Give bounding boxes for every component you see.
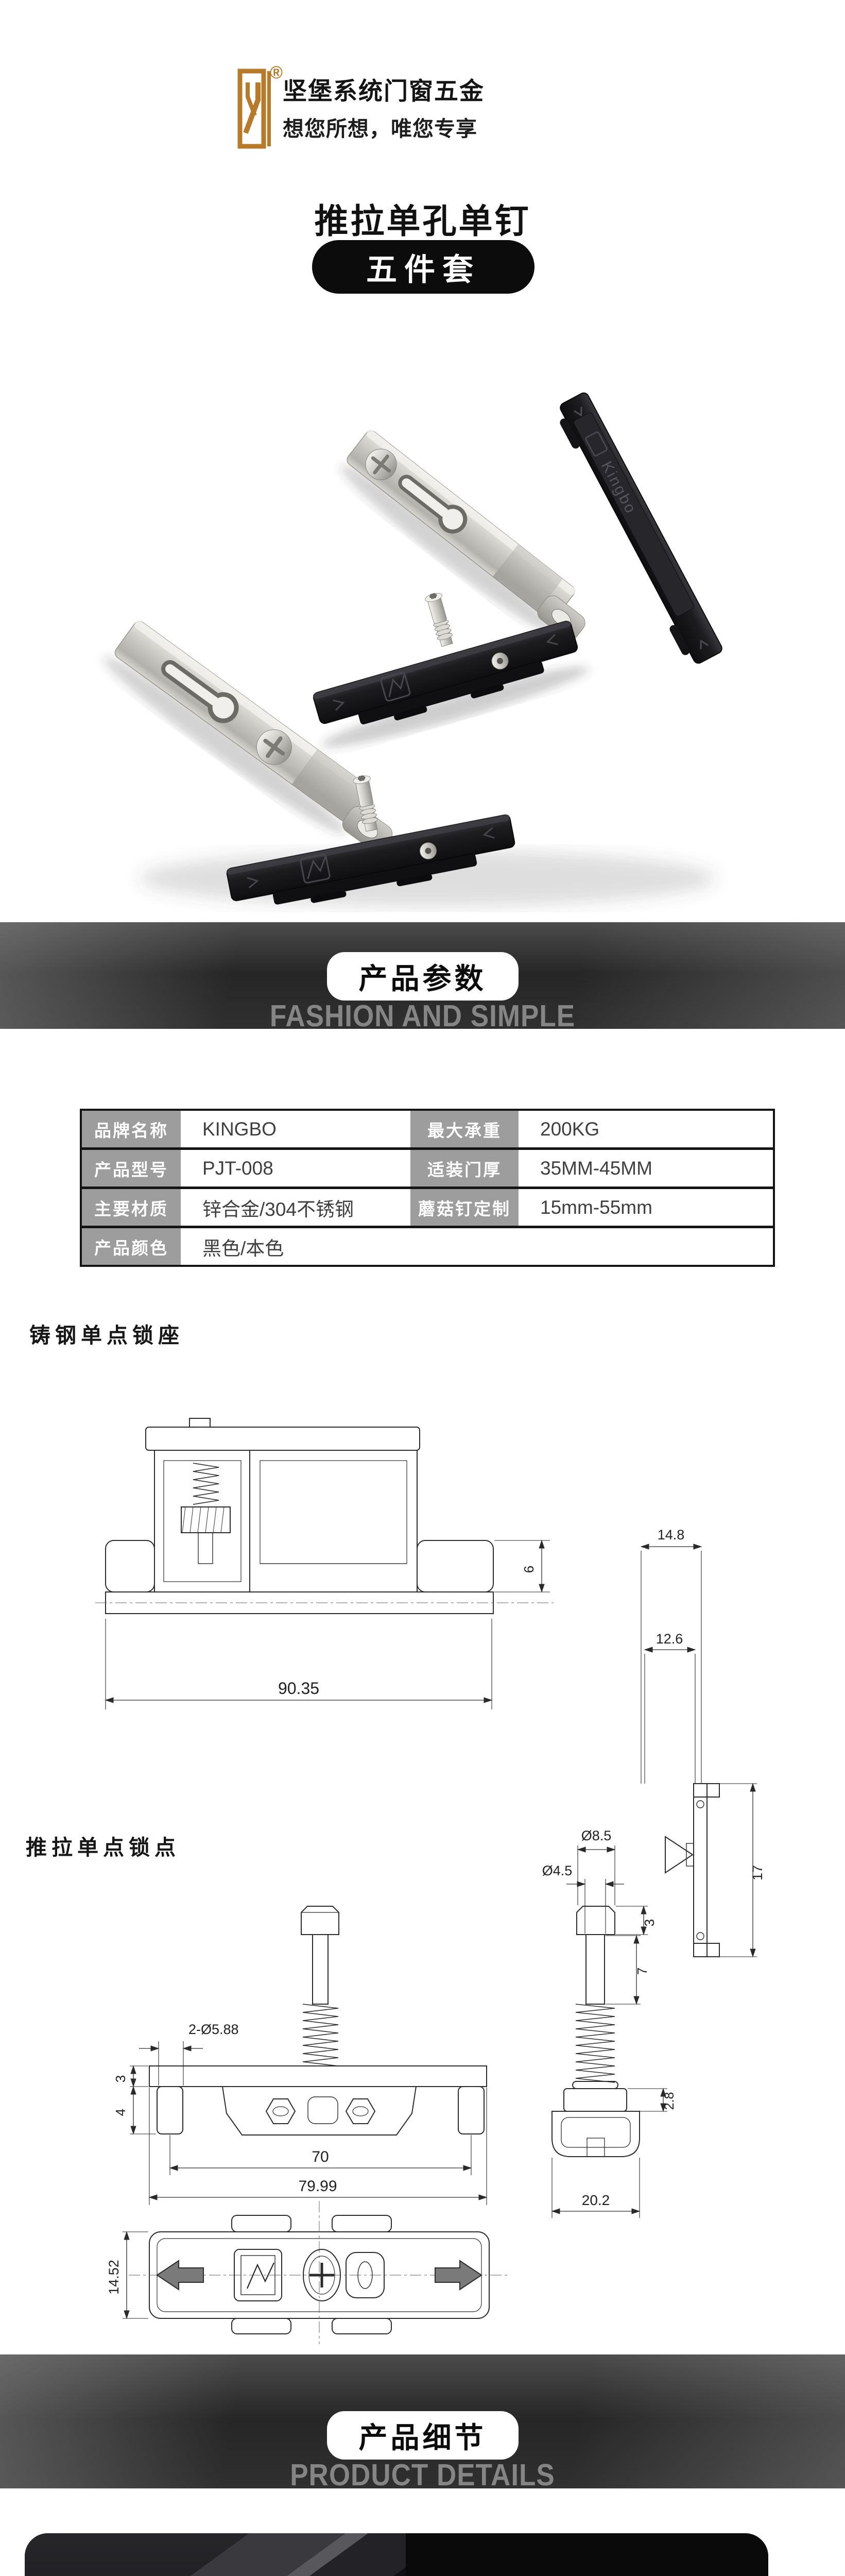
workmanship-text-panel: [406, 2533, 768, 2576]
details-banner: 产品细节 PRODUCT DETAILS: [0, 2354, 845, 2493]
dim-point-shaft-diameter: Ø4.5: [542, 1863, 573, 1878]
hero-product-photo: Kingbo: [103, 392, 722, 907]
table-row: 产品型号 PJT-008 适装门厚 35MM-45MM: [82, 1150, 773, 1189]
set-badge: 五件套: [312, 240, 534, 294]
photo-black-cover: Kingbo: [560, 392, 722, 664]
param-label: 产品颜色: [82, 1228, 181, 1265]
dim-point-body-width: 14.52: [106, 2260, 122, 2295]
dim-seat-rail-height: 6: [521, 1566, 537, 1573]
param-value: 15mm-55mm: [540, 1196, 652, 1218]
dim-point-foot-span: 70: [312, 2148, 329, 2165]
table-row: 品牌名称 KINGBO 最大承重 200KG: [82, 1111, 773, 1150]
brand-name: 坚堡系统门窗五金: [283, 77, 485, 105]
params-banner-pill: 产品参数: [326, 952, 519, 1001]
point-drawing-heading: 推拉单点锁点: [26, 1836, 180, 1859]
param-label: 主要材质: [82, 1189, 181, 1226]
dim-seat-profile-inner: 12.6: [656, 1631, 683, 1647]
workmanship-photo: Kingbo: [25, 2533, 406, 2576]
dim-seat-total-length: 90.35: [278, 1679, 319, 1698]
dim-point-neck-height: 7: [634, 1968, 650, 1975]
table-row: 主要材质 锌合金/304不锈钢 蘑菇钉定制 15mm-55mm: [82, 1189, 773, 1228]
kingbo-logo-icon: [237, 69, 271, 149]
details-banner-subtitle: PRODUCT DETAILS: [290, 2458, 555, 2493]
dim-point-head-diameter: Ø8.5: [581, 1828, 612, 1843]
photo-black-point-1: [313, 592, 589, 748]
dim-point-foot-height: 4: [113, 2109, 128, 2116]
param-label: 最大承重: [410, 1111, 519, 1147]
params-table: 品牌名称 KINGBO 最大承重 200KG 产品型号 PJT-008 适装门厚…: [80, 1109, 775, 1267]
technical-drawings: 90.35 6 14.8 12.6 17 2-Ø5.88 3 4 70 79.9…: [95, 1418, 765, 2344]
param-label: 蘑菇钉定制: [410, 1189, 519, 1226]
photo-silver-seat-2: [103, 620, 393, 852]
dim-seat-profile-height: 17: [750, 1865, 765, 1880]
params-banner: 产品参数 FASHION AND SIMPLE: [0, 922, 845, 1033]
dim-point-plate-thickness: 3: [113, 2075, 128, 2082]
table-row: 产品颜色 黑色/本色: [82, 1228, 773, 1265]
dim-seat-profile-width: 14.8: [658, 1527, 685, 1543]
params-banner-subtitle: FASHION AND SIMPLE: [269, 999, 576, 1033]
photo-silver-seat-1: [340, 430, 585, 640]
detail-card-workmanship: Kingbo 用心做工 稳固结实，使用顺畅 不容易断裂: [25, 2533, 768, 2576]
param-value: 200KG: [540, 1118, 600, 1140]
param-value: PJT-008: [202, 1157, 273, 1179]
dim-point-base-thickness: 2.8: [662, 2092, 677, 2110]
photo-black-point-2: [226, 775, 515, 905]
param-label: 产品型号: [82, 1150, 181, 1187]
seat-drawing-heading: 铸钢单点锁座: [29, 1324, 184, 1347]
dim-point-head-height: 3: [642, 1919, 657, 1926]
registered-mark: ®: [270, 63, 283, 82]
dim-point-foot-hole: 2-Ø5.88: [188, 2022, 239, 2037]
param-value: 35MM-45MM: [540, 1157, 652, 1179]
param-value: KINGBO: [202, 1118, 277, 1140]
param-value: 锌合金/304不锈钢: [202, 1198, 354, 1220]
brand-tagline: 想您所想，唯您专享: [283, 117, 477, 141]
dim-point-total-length: 79.99: [298, 2178, 337, 2195]
page-title: 推拉单孔单钉: [314, 202, 531, 240]
param-value: 黑色/本色: [202, 1238, 284, 1259]
details-banner-pill: 产品细节: [326, 2411, 519, 2460]
param-label: 品牌名称: [82, 1111, 181, 1147]
dim-point-base-width: 20.2: [582, 2192, 610, 2208]
param-label: 适装门厚: [410, 1150, 519, 1187]
